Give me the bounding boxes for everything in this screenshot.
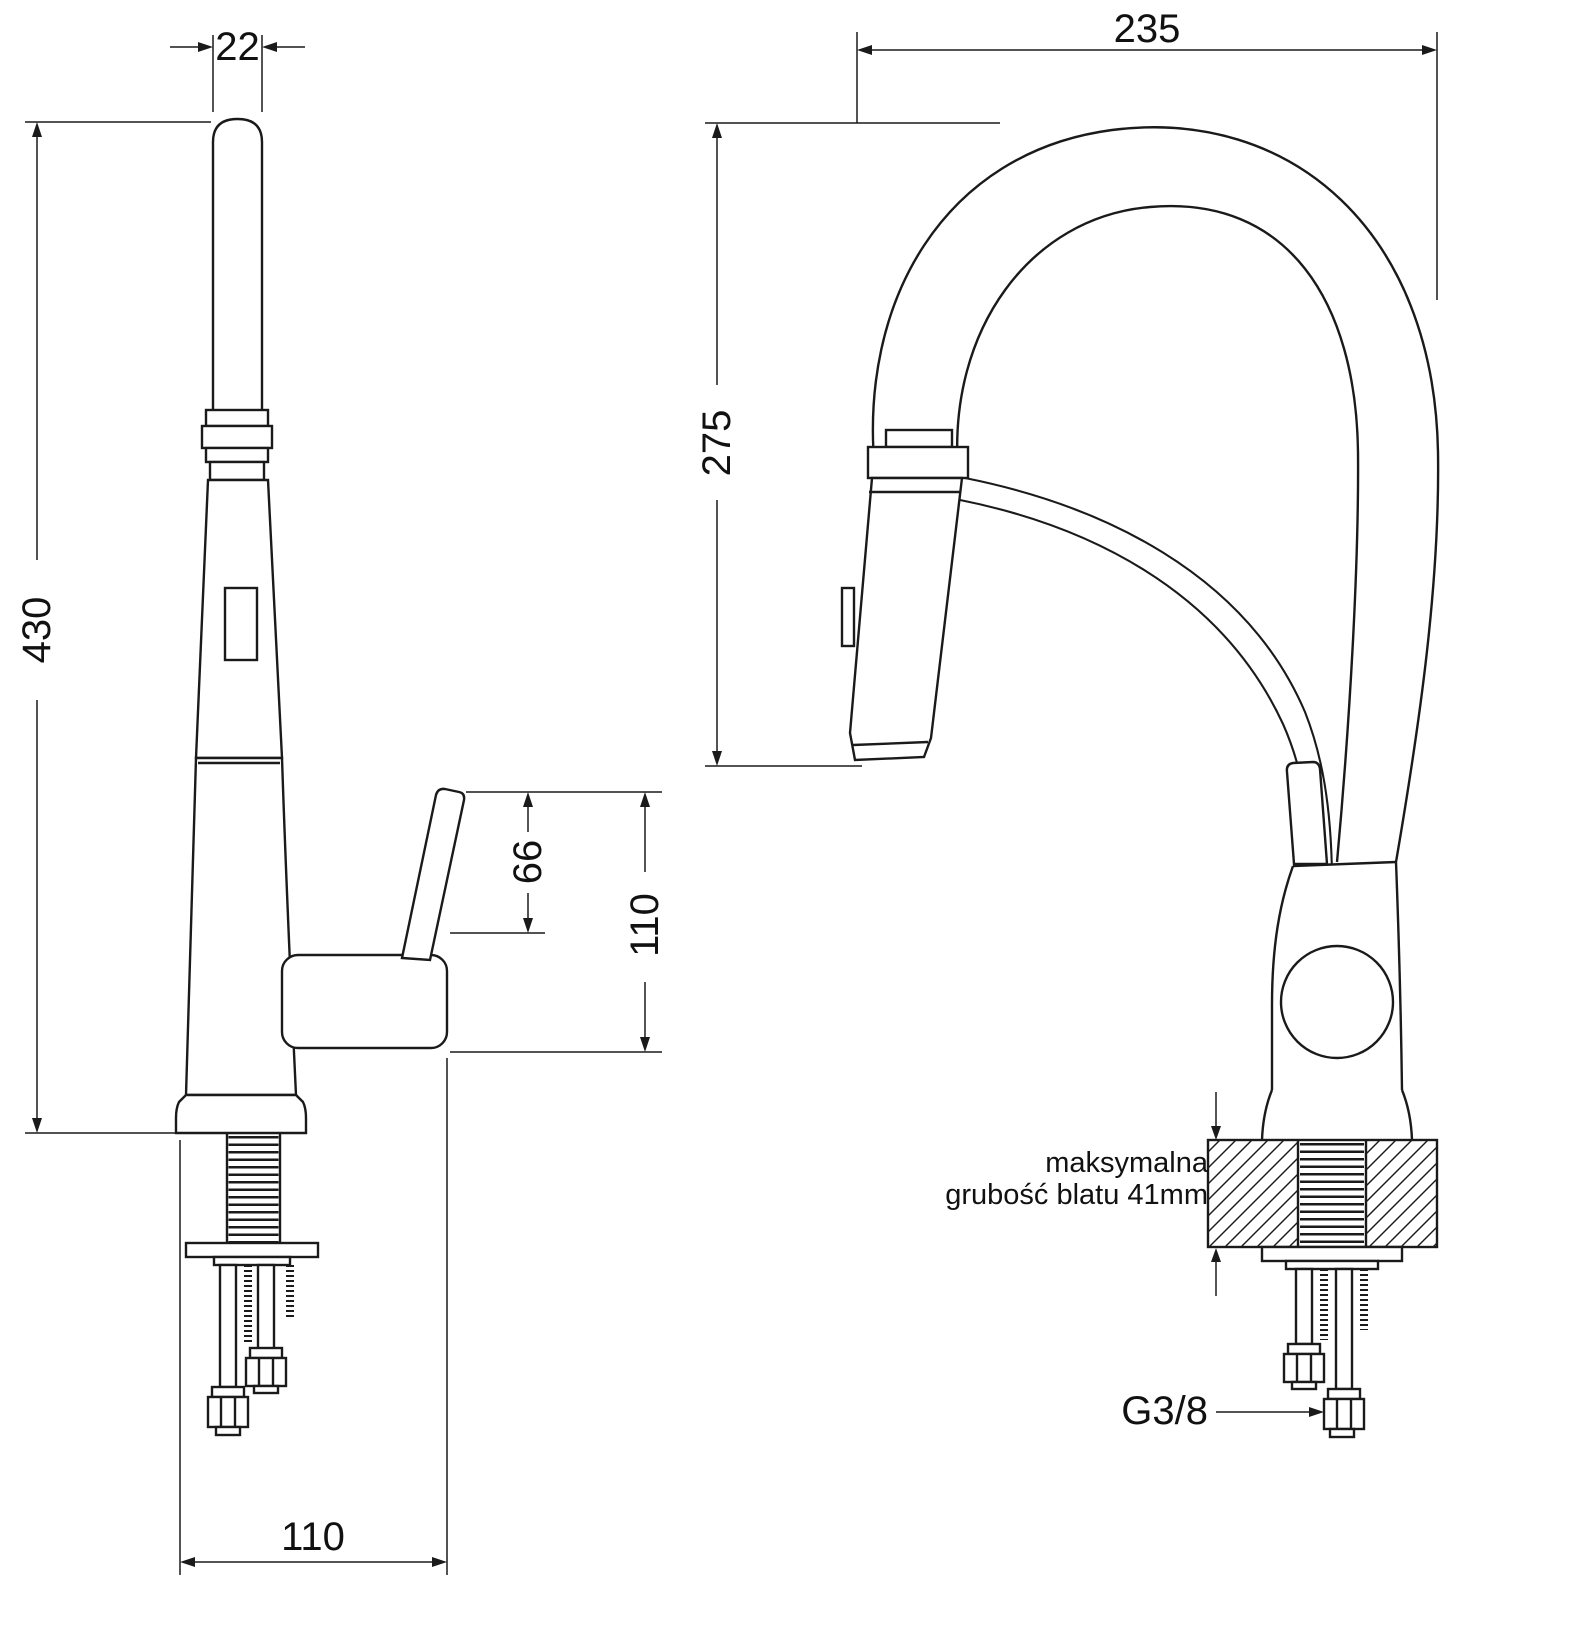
- dim-label-235: 235: [1114, 7, 1181, 51]
- handle-lever: [400, 787, 466, 962]
- dim-label-430: 430: [15, 597, 59, 664]
- thread-size-label: G3/8: [1121, 1389, 1324, 1433]
- head-window: [223, 586, 259, 662]
- spray-head-connector: [200, 408, 274, 482]
- hose-nut: [206, 1395, 250, 1429]
- ball-joint: [1279, 944, 1395, 1060]
- thickness-note-line2: grubość blatu 41mm: [945, 1179, 1208, 1211]
- faucet-body-front: [1260, 760, 1414, 1141]
- dim-label-66: 66: [506, 840, 550, 885]
- g38-nut: [1322, 1397, 1366, 1431]
- hose-nut: [1282, 1352, 1326, 1384]
- handle-lever-front: [1285, 760, 1329, 866]
- dimension-110-handle: 110: [450, 792, 667, 1053]
- dim-label-22: 22: [215, 25, 260, 69]
- dimension-66: 66: [450, 791, 662, 934]
- handle: [280, 787, 466, 1050]
- dimension-430: 430: [15, 121, 211, 1134]
- spray-head-front: [840, 428, 970, 762]
- mounting-shank: [184, 1133, 320, 1267]
- counter-thickness-note: maksymalna grubość blatu 41mm: [945, 1092, 1221, 1296]
- handle-hub: [280, 953, 449, 1050]
- gooseneck-hose: [871, 126, 1440, 863]
- thickness-note-line1: maksymalna: [1045, 1147, 1209, 1179]
- dimension-235: 235: [856, 7, 1438, 300]
- mounting-hardware-front: [1260, 1245, 1404, 1439]
- dimension-110-base: 110: [179, 1058, 448, 1575]
- g38-label: G3/8: [1121, 1389, 1208, 1433]
- dim-label-110-handle: 110: [623, 893, 667, 957]
- supply-hoses: [206, 1263, 294, 1437]
- front-view: 235 275 maksymalna grubość blatu 41mm G3…: [695, 7, 1440, 1439]
- dimension-22: 22: [170, 25, 305, 112]
- side-view: 22 430 66 110: [15, 25, 667, 1575]
- base-flange: [174, 1093, 308, 1135]
- faucet-body: [174, 756, 308, 1135]
- spray-button: [840, 586, 856, 648]
- countertop: [1206, 1138, 1439, 1249]
- spout-tube: [211, 117, 264, 410]
- dim-label-110-base: 110: [281, 1515, 345, 1559]
- spray-head-body: [194, 478, 284, 760]
- hose-nut: [244, 1356, 288, 1388]
- dim-label-275: 275: [695, 410, 739, 477]
- dimension-275: 275: [695, 122, 1000, 767]
